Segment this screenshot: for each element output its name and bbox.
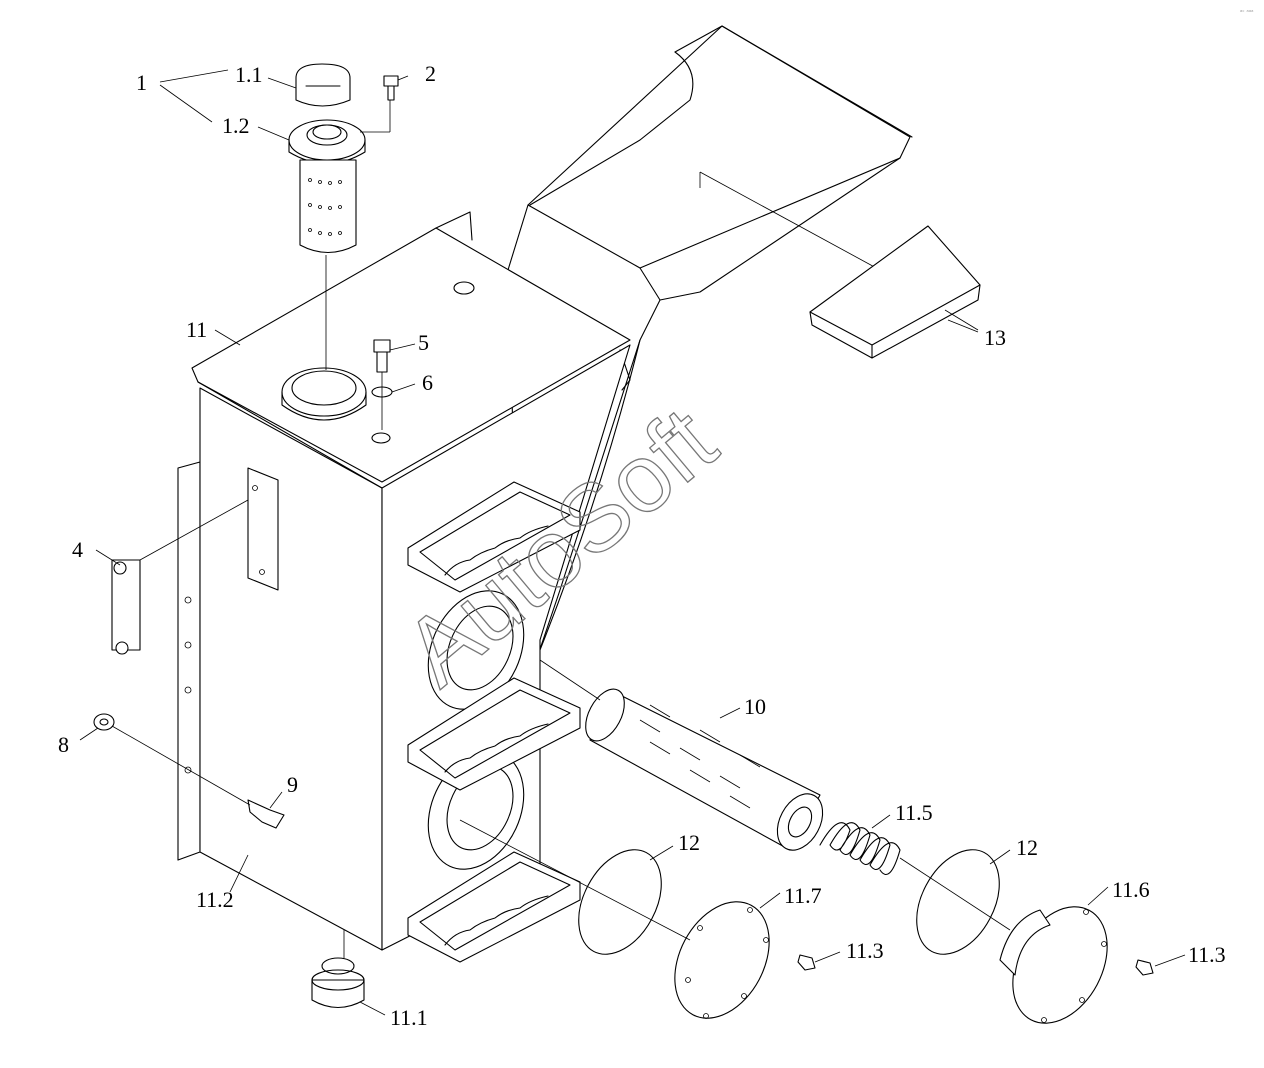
sight-gauge xyxy=(111,559,141,655)
hydraulic-tank xyxy=(177,211,631,951)
callout-1-2: 1.2 xyxy=(222,113,250,138)
callout-6: 6 xyxy=(422,370,433,395)
callout-11-6: 11.6 xyxy=(1112,877,1150,902)
corner-mark: ᵃᶜ ᵃᵃᵃ xyxy=(1240,9,1254,16)
fasteners xyxy=(93,713,285,829)
ladder-steps xyxy=(407,481,581,963)
o-rings xyxy=(578,849,1000,955)
cover-plate xyxy=(459,819,816,1019)
callout-11-1: 11.1 xyxy=(390,1005,428,1030)
callout-8: 8 xyxy=(58,732,69,757)
spring xyxy=(819,822,1011,931)
leader-lines xyxy=(79,69,1186,1016)
callout-10: 10 xyxy=(744,694,766,719)
drain-plug xyxy=(311,930,365,1009)
callout-12-left: 12 xyxy=(678,830,700,855)
callout-2: 2 xyxy=(425,61,436,86)
callout-11-3-left: 11.3 xyxy=(846,938,884,963)
callout-11-7: 11.7 xyxy=(784,883,822,908)
bolt-and-washer xyxy=(371,339,393,430)
callout-9: 9 xyxy=(287,772,298,797)
callout-1: 1 xyxy=(136,70,147,95)
callout-12-right: 12 xyxy=(1016,835,1038,860)
callout-5: 5 xyxy=(418,330,429,355)
filter-head-cover xyxy=(999,906,1154,1024)
callout-1-1: 1.1 xyxy=(235,62,263,87)
rubber-pad xyxy=(809,225,981,359)
filter-element xyxy=(539,659,824,851)
callout-13: 13 xyxy=(984,325,1006,350)
callout-11-2: 11.2 xyxy=(196,887,234,912)
callout-11: 11 xyxy=(186,317,207,342)
callout-11-3-right: 11.3 xyxy=(1188,942,1226,967)
step-bracket xyxy=(507,25,913,661)
callout-4: 4 xyxy=(72,537,83,562)
callout-11-5: 11.5 xyxy=(895,800,933,825)
